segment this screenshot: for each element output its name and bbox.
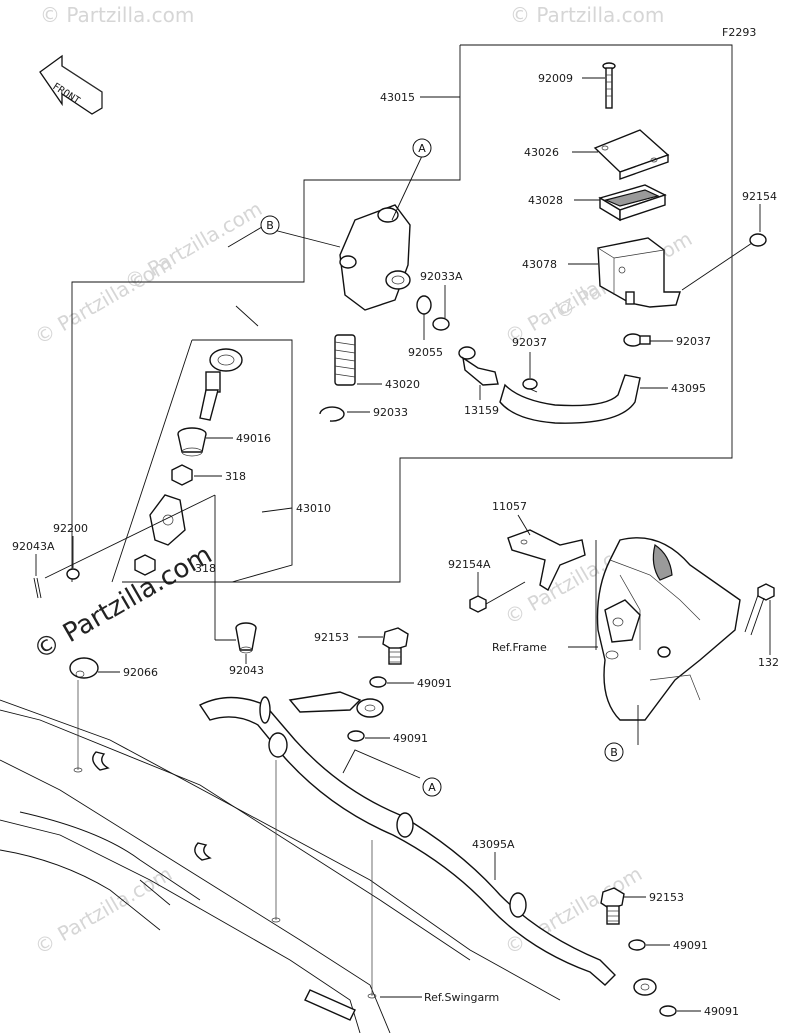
cap-92066 (69, 657, 99, 679)
label-92153-lower: 92153 (649, 891, 684, 904)
label-43028: 43028 (528, 194, 563, 207)
label-43020: 43020 (385, 378, 420, 391)
watermark-2: © Partzilla.com (510, 3, 664, 27)
label-43026: 43026 (524, 146, 559, 159)
master-cylinder-body (339, 204, 411, 311)
bracket-43015 (232, 44, 733, 583)
clevis (149, 494, 186, 546)
callout-a-bottom-label: A (428, 781, 436, 794)
banjo-upper (356, 698, 384, 718)
piston-spring (334, 334, 356, 386)
washer-49091-b (347, 730, 365, 742)
label-92154: 92154 (742, 190, 777, 203)
label-ref-swingarm: Ref.Swingarm (424, 991, 499, 1004)
bolt-92154a (469, 581, 526, 613)
cotter-pin-92043a (33, 577, 42, 599)
label-43010: 43010 (296, 502, 331, 515)
callout-b-left (260, 215, 280, 235)
swingarm (0, 680, 561, 1033)
fitting-13159 (458, 346, 499, 386)
clamp-92037-right (623, 333, 651, 347)
circlip-92033a (432, 317, 450, 331)
callout-b-left-label: B (266, 219, 274, 232)
label-92043: 92043 (229, 664, 264, 677)
bracket-left (71, 45, 461, 582)
snap-ring-92033 (319, 406, 345, 422)
label-49091-b: 49091 (393, 732, 428, 745)
callout-b-bottom (604, 742, 624, 762)
label-49091-c: 49091 (673, 939, 708, 952)
banjo-bolt-92153-upper (382, 627, 409, 665)
label-92200: 92200 (53, 522, 88, 535)
label-92033a: 92033A (420, 270, 463, 283)
brake-hose-43095a (198, 691, 616, 986)
label-92033: 92033 (373, 406, 408, 419)
screw-92154 (681, 233, 767, 291)
watermark-1: © Partzilla.com (40, 3, 194, 27)
bolt-132 (744, 583, 775, 636)
label-318-bottom: 318 (195, 562, 216, 575)
label-92154a: 92154A (448, 558, 491, 571)
push-rod-boot (199, 348, 243, 421)
cap-43026 (593, 129, 670, 180)
label-43095: 43095 (671, 382, 706, 395)
banjo-bolt-92153-lower (600, 887, 625, 925)
diagram-code: F2293 (722, 26, 756, 39)
watermark-main: © Partzilla.com (29, 540, 218, 666)
label-92153-upper: 92153 (314, 631, 349, 644)
label-92066: 92066 (123, 666, 158, 679)
label-43078: 43078 (522, 258, 557, 271)
label-43095a: 43095A (472, 838, 515, 851)
label-49016: 49016 (236, 432, 271, 445)
oring-92055 (416, 295, 432, 315)
washer-49091-a (369, 676, 387, 688)
label-92009: 92009 (538, 72, 573, 85)
callout-a-bottom (422, 777, 442, 797)
reservoir-43078 (597, 237, 681, 308)
label-43015: 43015 (380, 91, 415, 104)
watermark-6: © Partzilla.com (31, 861, 177, 959)
nut-318-bottom (134, 554, 156, 576)
label-13159: 13159 (464, 404, 499, 417)
label-92043a: 92043A (12, 540, 55, 553)
label-ref-frame: Ref.Frame (492, 641, 547, 654)
pin-92043 (235, 622, 257, 654)
washer-49091-c (628, 939, 646, 951)
bracket-11057 (507, 529, 586, 592)
label-318-top: 318 (225, 470, 246, 483)
label-92037-right: 92037 (676, 335, 711, 348)
diaphragm-43028 (598, 184, 667, 222)
nut-318-top (171, 464, 193, 486)
label-92037-left: 92037 (512, 336, 547, 349)
washer-49091-d (659, 1005, 677, 1017)
bushing-49016 (177, 427, 207, 457)
front-arrow-icon: FRONT (39, 54, 103, 115)
label-132: 132 (758, 656, 779, 669)
label-92055: 92055 (408, 346, 443, 359)
screw-92009 (602, 62, 616, 109)
hose-43095 (499, 374, 641, 424)
watermark-8: © Partzilla.com (121, 196, 267, 294)
clamp-92037-left (522, 378, 538, 393)
callout-a-top-label: A (418, 142, 426, 155)
banjo-lower (633, 978, 657, 996)
label-11057: 11057 (492, 500, 527, 513)
label-49091-a: 49091 (417, 677, 452, 690)
label-49091-d: 49091 (704, 1005, 739, 1018)
washer-92200 (66, 568, 80, 580)
frame (595, 537, 741, 721)
callout-a-top (412, 138, 432, 158)
callout-b-bottom-label: B (610, 746, 618, 759)
